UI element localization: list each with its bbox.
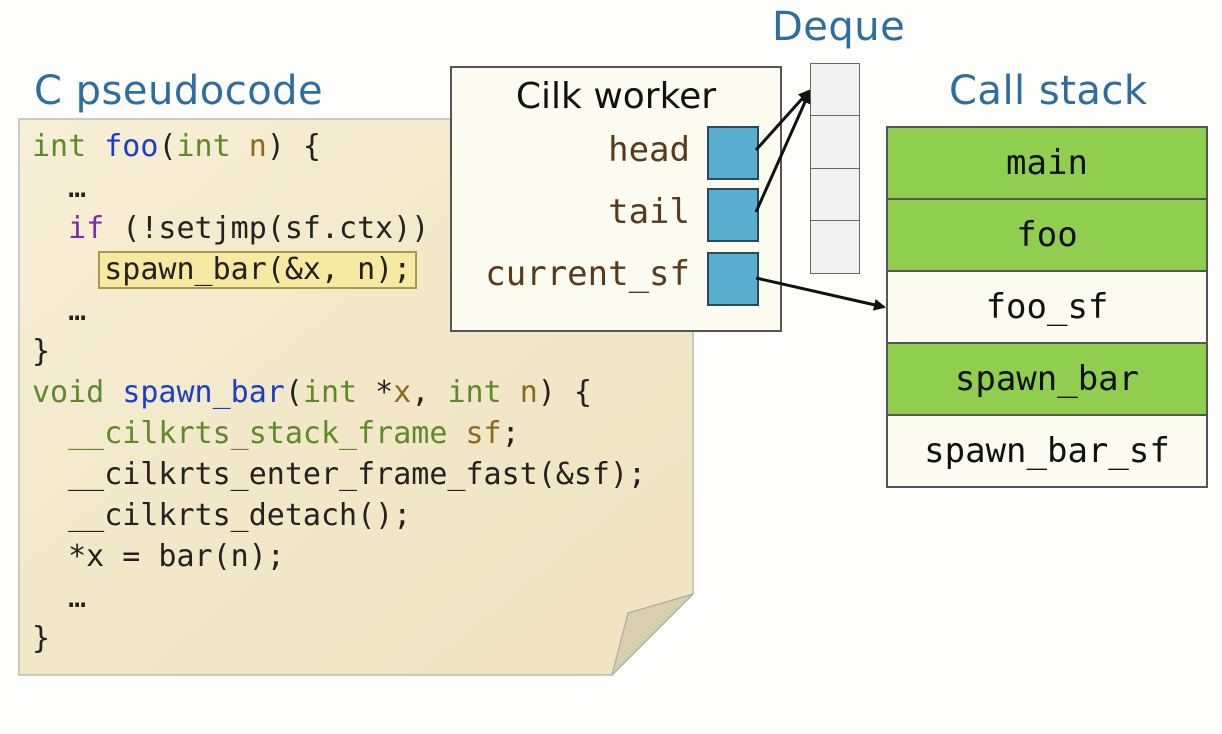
code-line: int foo(int n) { [32, 126, 646, 167]
code-token: ( [158, 129, 177, 164]
code-token: __cilkrts_detach(); [32, 498, 412, 533]
code-line: __cilkrts_enter_frame_fast(&sf); [32, 454, 646, 495]
code-line: __cilkrts_stack_frame sf; [32, 413, 646, 454]
tail-label: tail [608, 192, 690, 232]
stack-frame-foo: foo [888, 198, 1206, 270]
code-token: ) { [537, 375, 592, 410]
code-line: *x = bar(n); [32, 536, 646, 577]
code-token [502, 375, 520, 410]
code-token: *x = bar(n); [32, 539, 285, 574]
code-token: spawn_bar [122, 375, 285, 410]
code-token: … [32, 170, 87, 205]
code-token [86, 129, 104, 164]
code-block: int foo(int n) { … if (!setjmp(sf.ctx)) … [32, 126, 646, 659]
code-token: x [393, 375, 412, 410]
code-line: void spawn_bar(int *x, int n) { [32, 372, 646, 413]
deque-cell [810, 220, 860, 274]
deque [810, 62, 860, 274]
code-heading: C pseudocode [34, 68, 324, 114]
tail-pointer-box [707, 188, 759, 242]
code-line: } [32, 331, 646, 372]
code-token [231, 129, 249, 164]
code-line: if (!setjmp(sf.ctx)) [32, 208, 646, 249]
code-token: , [411, 375, 448, 410]
cilk-worker-box: Cilk worker head tail current_sf [450, 66, 782, 332]
code-token [32, 252, 104, 287]
code-token [32, 416, 68, 451]
deque-cell [810, 167, 860, 222]
code-token: __cilkrts_enter_frame_fast(&sf); [32, 457, 647, 492]
code-line: spawn_bar(&x, n); [32, 249, 646, 290]
code-line: __cilkrts_detach(); [32, 495, 646, 536]
head-label: head [608, 130, 690, 170]
code-token: sf [465, 416, 502, 451]
code-token: if [68, 211, 105, 246]
code-line: } [32, 618, 646, 659]
code-token: } [32, 334, 51, 369]
code-token: n [519, 375, 538, 410]
code-token: int [32, 129, 87, 164]
code-token: … [32, 580, 87, 615]
code-token: int [302, 375, 358, 410]
code-token: n [248, 129, 267, 164]
code-token: } [32, 621, 51, 656]
code-token: * [357, 375, 394, 410]
code-token: ; [501, 416, 520, 451]
code-line: … [32, 290, 646, 331]
stack-frame-spawn-bar-sf: spawn_bar_sf [888, 414, 1206, 486]
code-token [104, 375, 122, 410]
call-stack-heading: Call stack [949, 68, 1148, 114]
current-sf-label: current_sf [485, 254, 690, 294]
code-token: foo [104, 129, 159, 164]
code-token: int [447, 375, 502, 410]
stack-frame-spawn-bar: spawn_bar [888, 342, 1206, 414]
code-token: ( [284, 375, 303, 410]
code-token: … [32, 293, 87, 328]
code-token: (!setjmp(sf.ctx)) [104, 211, 430, 246]
deque-cell [810, 62, 860, 117]
code-token: ) { [266, 129, 321, 164]
code-token: void [32, 375, 105, 410]
stack-frame-foo-sf: foo_sf [888, 270, 1206, 342]
highlighted-call: spawn_bar(&x, n); [98, 251, 418, 289]
code-token: int [176, 129, 231, 164]
code-token: __cilkrts_stack_frame [68, 416, 448, 451]
code-token [32, 211, 68, 246]
code-line: … [32, 167, 646, 208]
code-token [447, 416, 465, 451]
current-sf-pointer-box [707, 252, 759, 306]
stack-frame-main: main [888, 128, 1206, 198]
code-line: … [32, 577, 646, 618]
deque-cell [810, 115, 860, 169]
head-pointer-box [707, 126, 759, 180]
deque-heading: Deque [772, 4, 906, 50]
cilk-worker-title: Cilk worker [515, 76, 717, 117]
